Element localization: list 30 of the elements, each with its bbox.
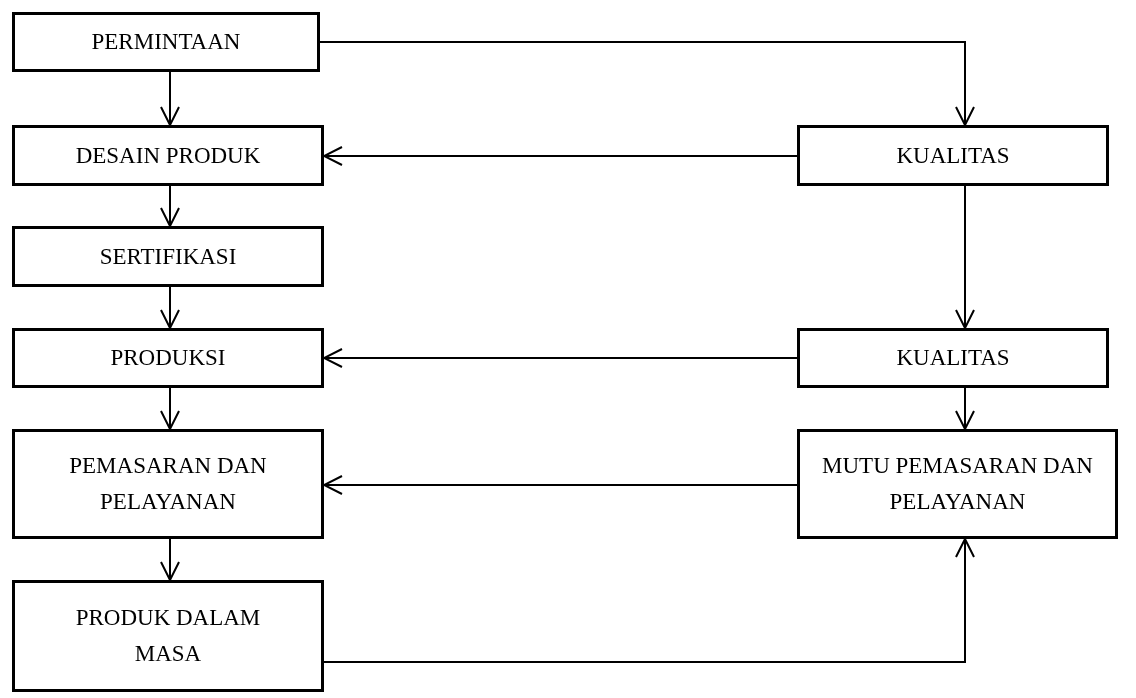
process-box — [797, 328, 1109, 388]
arrow — [160, 538, 180, 581]
arrow — [160, 286, 180, 329]
process-box — [12, 12, 320, 72]
box-label: KUALITAS — [896, 344, 1010, 372]
process-box — [12, 580, 324, 692]
arrow — [160, 185, 180, 227]
box-label: DESAIN PRODUK — [75, 141, 261, 170]
box-label: SERTIFIKASI — [99, 242, 237, 271]
process-box — [12, 226, 324, 287]
process-box — [797, 125, 1109, 186]
process-box — [12, 429, 324, 539]
process-box — [12, 328, 324, 388]
arrow — [319, 41, 975, 126]
box-label: PRODUKSI — [110, 344, 226, 372]
process-box — [12, 125, 324, 186]
arrow — [955, 387, 975, 430]
box-label: MUTU PEMASARAN DAN PELAYANAN — [821, 452, 1094, 516]
box-label: PERMINTAAN — [91, 28, 241, 56]
arrow — [323, 538, 975, 663]
arrow — [323, 475, 798, 495]
arrow — [323, 146, 798, 166]
box-label: PRODUK DALAM MASA — [74, 604, 262, 668]
arrow — [160, 387, 180, 430]
arrow — [323, 348, 798, 368]
box-label: PEMASARAN DAN PELAYANAN — [68, 452, 268, 516]
process-box — [797, 429, 1118, 539]
box-label: KUALITAS — [896, 141, 1010, 170]
arrow — [955, 185, 975, 329]
arrow — [160, 71, 180, 126]
